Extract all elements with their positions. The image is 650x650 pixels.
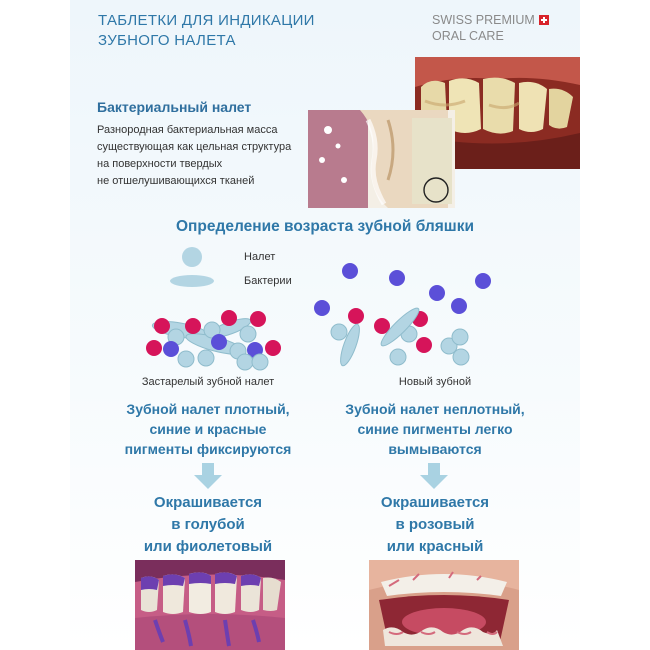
page-title: ТАБЛЕТКИ ДЛЯ ИНДИКАЦИИ ЗУБНОГО НАЛЕТА (98, 11, 328, 51)
legend-plaque-label: Налет (244, 251, 276, 263)
desc-line: синие и красные (149, 421, 267, 437)
result-line: или фиолетовый (143, 538, 273, 555)
new-plaque-caption: Новый зубной (398, 376, 472, 388)
diagram-heading: Определение возраста зубной бляшки (175, 218, 475, 235)
desc-line: существующая как цельная структура (97, 141, 292, 153)
swiss-flag-icon (538, 15, 549, 25)
result-line: или красный (386, 538, 484, 555)
new-plaque-result: Окрашивается в розовый или красный (325, 492, 545, 558)
stained-teeth-photo-old (135, 560, 285, 650)
desc-line: не отшелушивающихся тканей (97, 175, 255, 187)
desc-line: Зубной налет плотный, (126, 401, 290, 417)
brand-line-1: SWISS PREMIUM (432, 13, 535, 27)
result-line: Окрашивается (153, 494, 263, 511)
title-line-2: ЗУБНОГО НАЛЕТА (98, 32, 236, 49)
desc-line: синие пигменты легко (357, 421, 513, 437)
brand-logo: SWISS PREMIUM ORAL CARE (432, 12, 549, 44)
brand-line-2: ORAL CARE (432, 29, 504, 43)
result-line: в розовый (395, 516, 475, 533)
desc-line: Зубной налет неплотный, (345, 401, 525, 417)
new-plaque-description: Зубной налет неплотный, синие пигменты л… (325, 399, 545, 459)
plaque-illustration (308, 110, 455, 208)
old-plaque-description: Зубной налет плотный, синие и красные пи… (98, 399, 318, 459)
desc-line: вымываются (388, 441, 482, 457)
result-line: в голубой (171, 516, 245, 533)
section-title: Бактериальный налет (97, 99, 252, 115)
result-line: Окрашивается (380, 494, 490, 511)
legend-bacteria-label: Бактерии (244, 275, 292, 287)
desc-line: на поверхности твердых (97, 158, 223, 170)
desc-line: Разнородная бактериальная масса (97, 124, 278, 136)
old-plaque-result: Окрашивается в голубой или фиолетовый (98, 492, 318, 558)
section-description: Разнородная бактериальная масса существу… (97, 122, 317, 190)
stained-teeth-photo-new (369, 560, 519, 650)
teeth-photo-top (415, 57, 580, 169)
desc-line: пигменты фиксируются (124, 441, 292, 457)
old-plaque-caption: Застарелый зубной налет (141, 376, 275, 388)
title-line-1: ТАБЛЕТКИ ДЛЯ ИНДИКАЦИИ (98, 12, 315, 29)
